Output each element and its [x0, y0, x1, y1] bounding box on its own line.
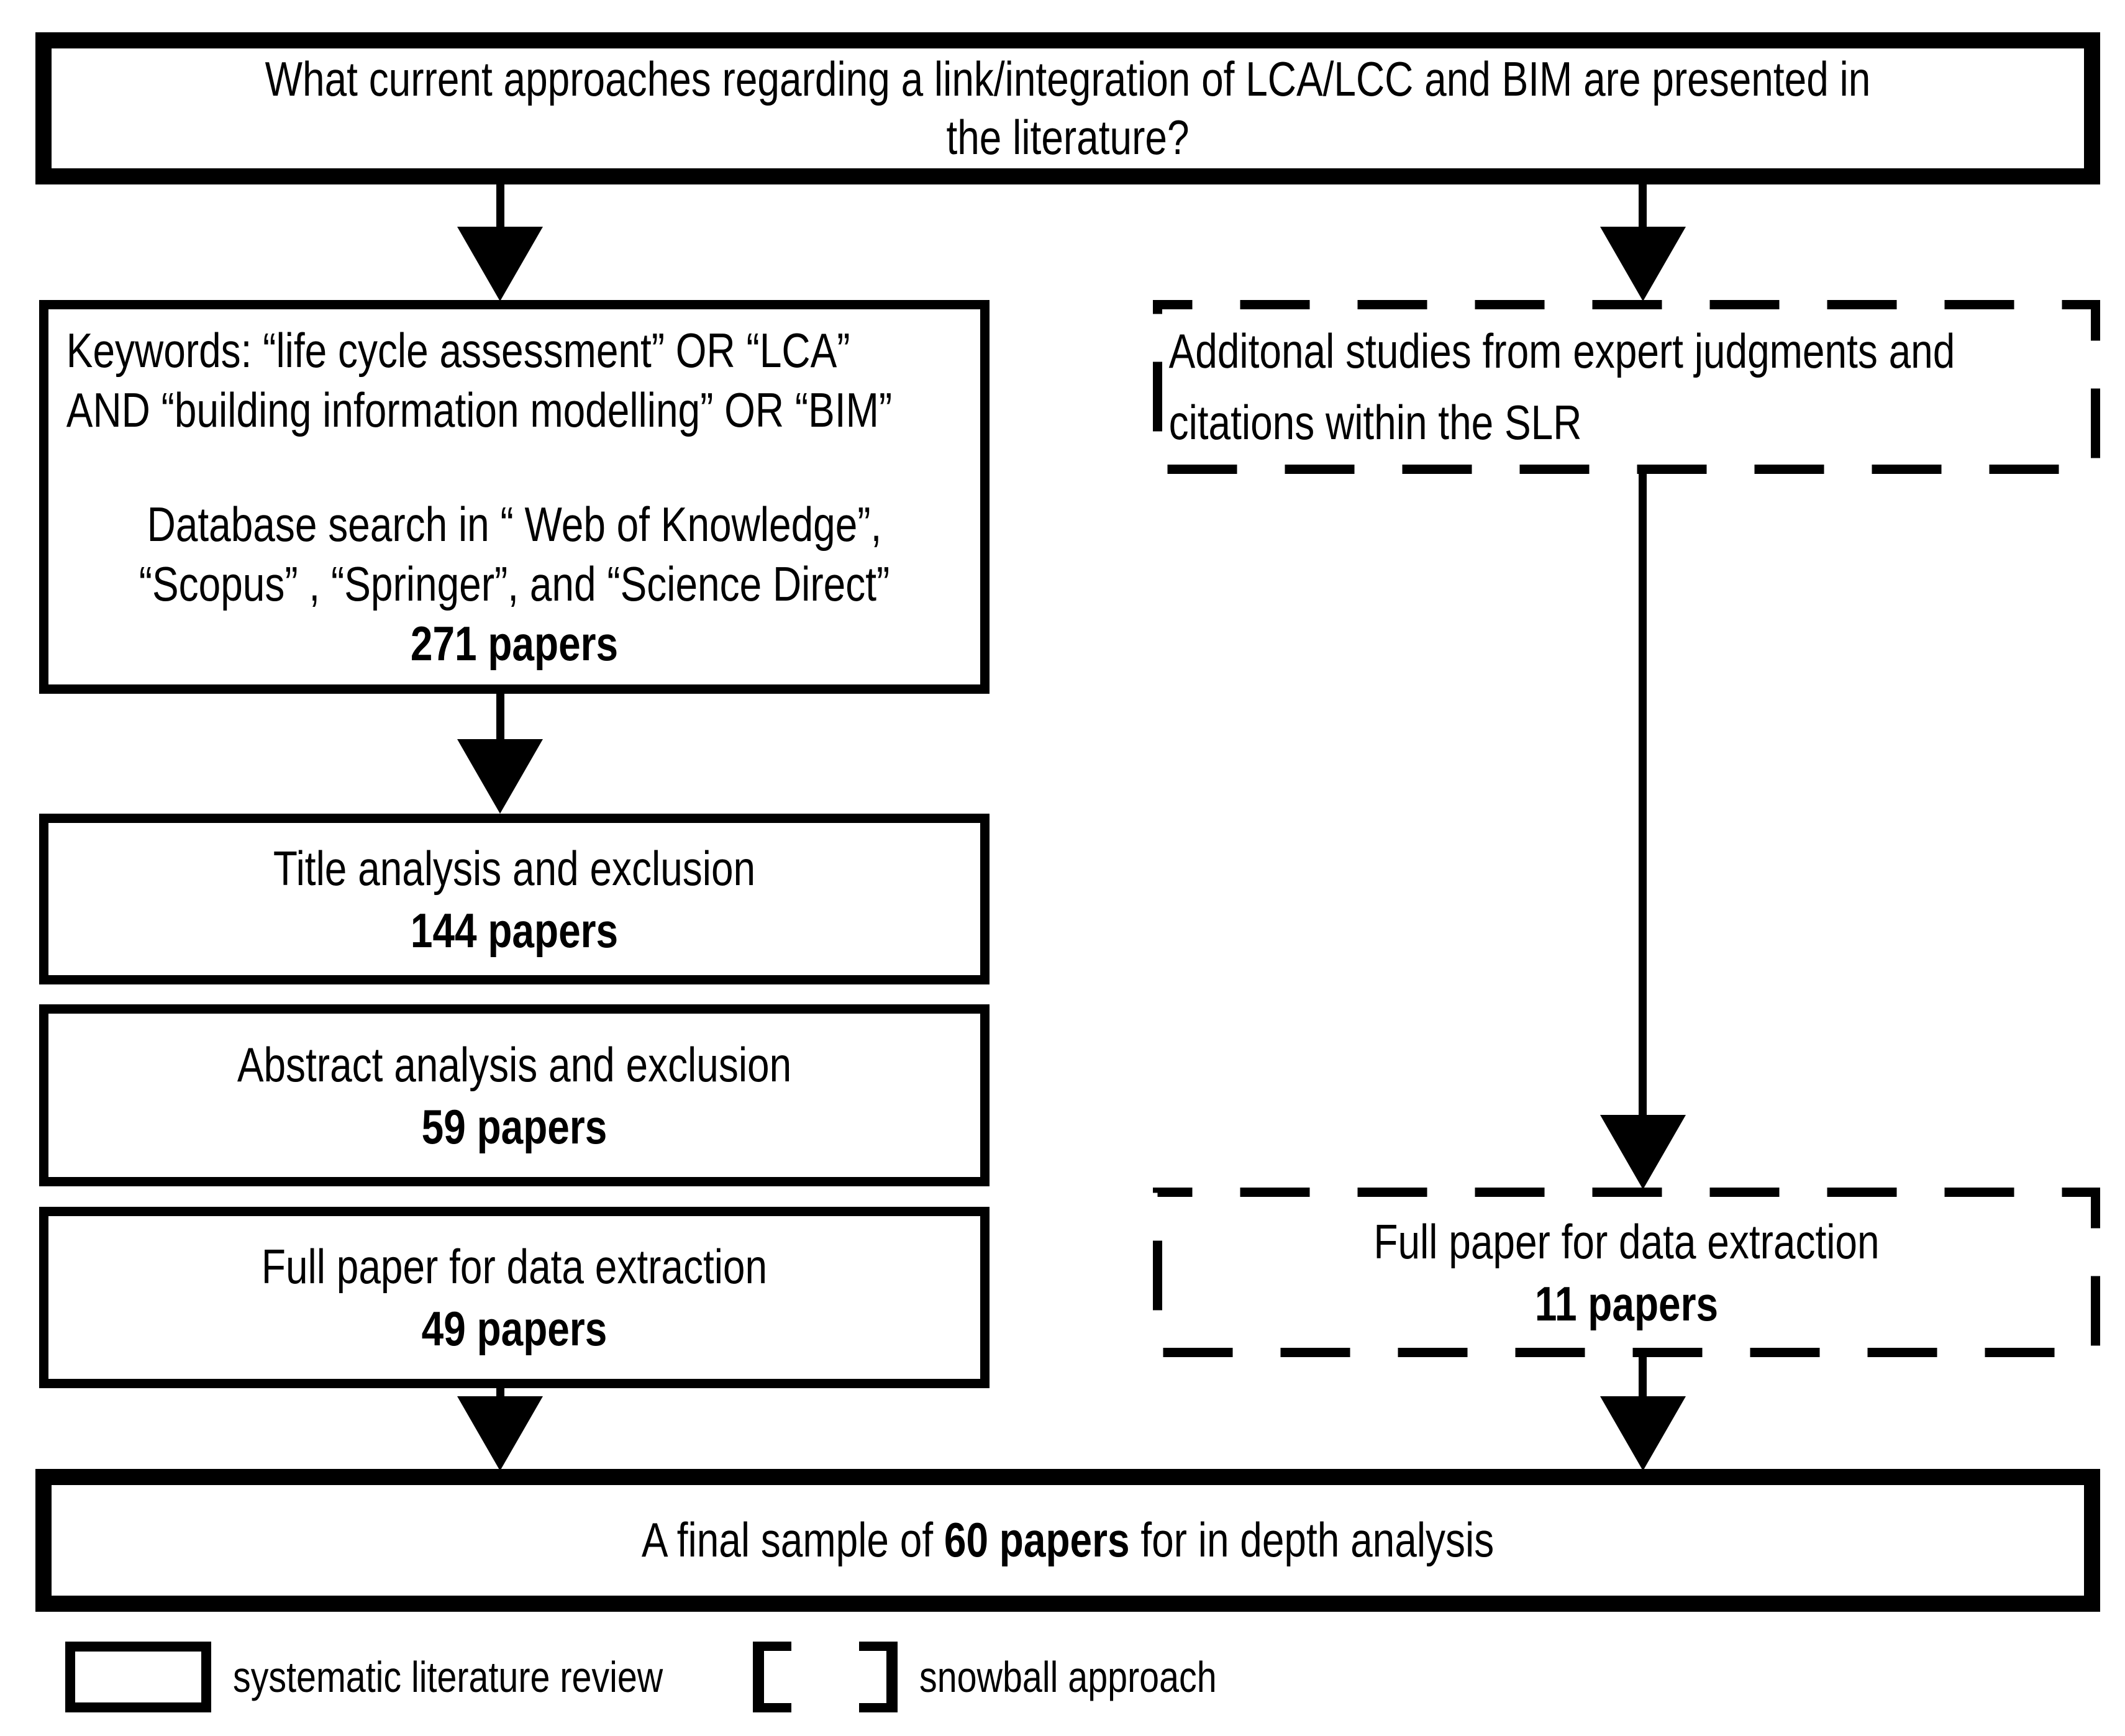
- title-analysis-box: Title analysis and exclusion 144 papers: [39, 814, 990, 984]
- arrow-stem: [1639, 184, 1647, 229]
- arrow-stem: [1639, 1357, 1647, 1398]
- research-question-text: What current approaches regarding a link…: [265, 51, 1871, 165]
- left-bracket-icon: [753, 1642, 791, 1712]
- paper-count: 59 papers: [421, 1099, 607, 1154]
- legend-slr-text: systematic literature review: [233, 1653, 663, 1701]
- fullpaper-snowball-box: Full paper for data extraction 11 papers: [1153, 1188, 2100, 1357]
- legend-snowball-text: snowball approach: [919, 1653, 1217, 1701]
- snowball-source-text: Additonal studies from expert judgments …: [1128, 316, 1955, 458]
- snowball-line: citations within the SLR: [1168, 395, 1582, 450]
- abstract-analysis-box: Abstract analysis and exclusion 59 paper…: [39, 1004, 990, 1186]
- database-line: “Scopus” , “Springer”, and “Science Dire…: [139, 557, 890, 611]
- paper-count: 49 papers: [421, 1301, 607, 1356]
- abstract-analysis-text: Abstract analysis and exclusion 59 paper…: [132, 1034, 896, 1158]
- fullpaper-snowball-text: Full paper for data extraction 11 papers: [1238, 1211, 2015, 1335]
- paper-count: 11 papers: [1534, 1276, 1719, 1331]
- step-label: Full paper for data extraction: [1373, 1214, 1880, 1269]
- paper-count: 271 papers: [410, 616, 619, 671]
- arrow-head-icon: [457, 227, 543, 301]
- arrow-stem: [496, 694, 504, 741]
- snowball-source-box: Additonal studies from expert judgments …: [1153, 300, 2100, 474]
- database-search-text: Database search in “ Web of Knowledge”, …: [132, 494, 896, 673]
- title-analysis-text: Title analysis and exclusion 144 papers: [132, 837, 896, 961]
- final-suffix: for in depth analysis: [1129, 1512, 1495, 1568]
- arrow-head-icon: [457, 1396, 543, 1471]
- arrow-stem: [496, 1388, 504, 1398]
- arrow-head-icon: [457, 739, 543, 814]
- final-count: 60 papers: [944, 1512, 1130, 1568]
- step-label: Abstract analysis and exclusion: [237, 1037, 792, 1092]
- keywords-line: Keywords: “life cycle assessment” OR “LC…: [66, 323, 850, 378]
- final-sample-box: A final sample of 60 papers for in depth…: [35, 1469, 2100, 1612]
- snowball-line: Additonal studies from expert judgments …: [1168, 324, 1955, 378]
- arrow-stem: [1639, 472, 1647, 1117]
- paper-count: 144 papers: [410, 902, 619, 958]
- fullpaper-slr-box: Full paper for data extraction 49 papers: [39, 1207, 990, 1388]
- final-prefix: A final sample of: [641, 1512, 944, 1568]
- arrow-head-icon: [1600, 1396, 1686, 1471]
- step-label: Title analysis and exclusion: [273, 840, 756, 896]
- arrow-head-icon: [1600, 227, 1686, 301]
- research-question-box: What current approaches regarding a link…: [35, 32, 2100, 184]
- legend-slr-label: systematic literature review: [233, 1642, 757, 1712]
- legend-solid-box-icon: [65, 1642, 211, 1712]
- keywords-line: AND “building information modelling” OR …: [66, 383, 893, 437]
- legend-dashed-box-icon: [753, 1642, 898, 1712]
- arrow-stem: [496, 184, 504, 229]
- final-sample-text: A final sample of 60 papers for in depth…: [234, 1511, 1901, 1570]
- database-line: Database search in “ Web of Knowledge”,: [147, 497, 882, 552]
- keywords-text: Keywords: “life cycle assessment” OR “LC…: [20, 320, 893, 440]
- arrow-head-icon: [1600, 1115, 1686, 1189]
- legend-snowball-label: snowball approach: [919, 1642, 1282, 1712]
- right-bracket-icon: [859, 1642, 898, 1712]
- keywords-search-box: Keywords: “life cycle assessment” OR “LC…: [39, 300, 990, 694]
- fullpaper-slr-text: Full paper for data extraction 49 papers: [132, 1235, 896, 1360]
- step-label: Full paper for data extraction: [261, 1239, 768, 1294]
